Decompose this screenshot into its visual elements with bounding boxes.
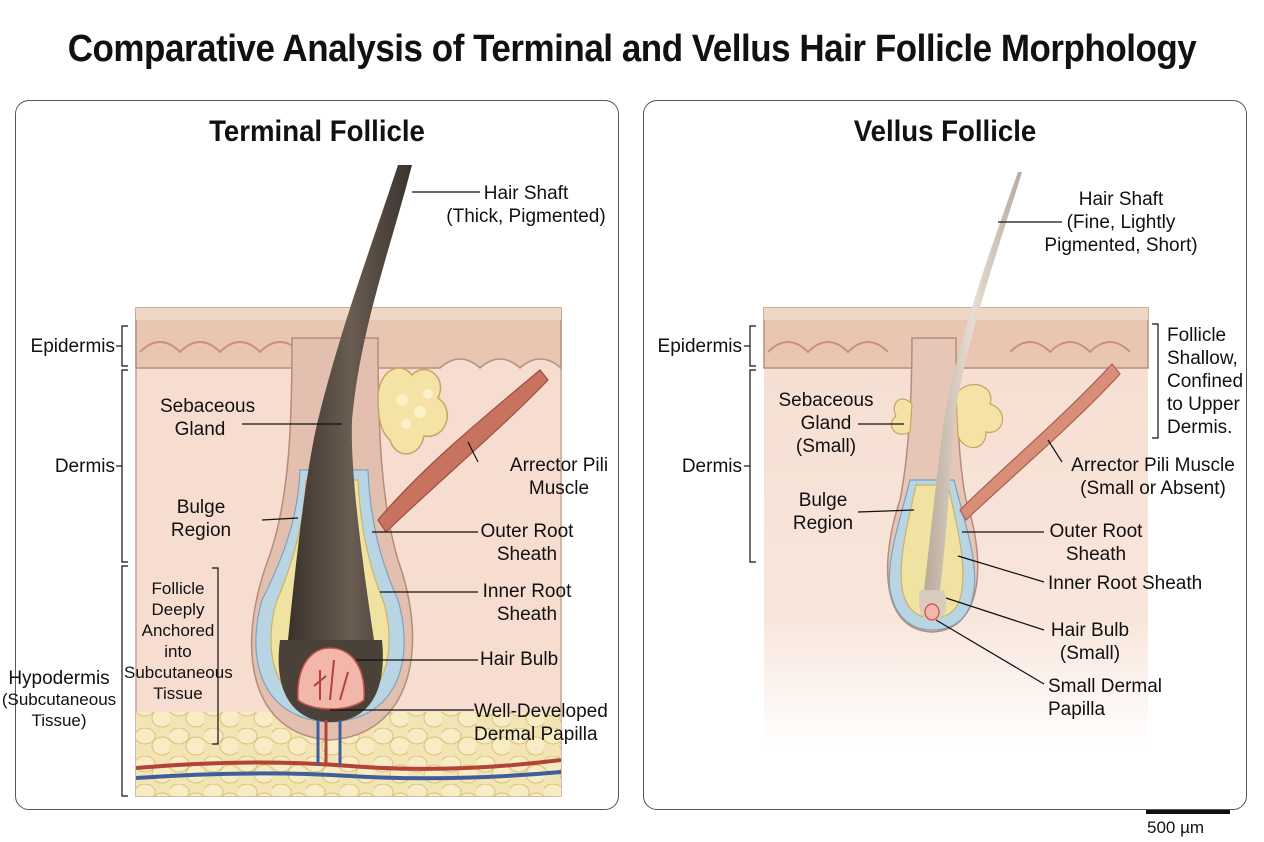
terminal-illustration	[116, 165, 562, 797]
terminal-dermis-label: Dermis	[54, 456, 115, 477]
vellus-hair-bulb-label: Hair Bulb(Small)	[1050, 620, 1130, 664]
vellus-arrector-label: Arrector Pili Muscle(Small or Absent)	[1071, 455, 1235, 499]
vellus-epidermis-label: Epidermis	[657, 336, 742, 357]
vellus-dermis-label: Dermis	[681, 456, 742, 477]
vellus-sebaceous-gland	[891, 398, 913, 435]
terminal-epidermis-label: Epidermis	[30, 336, 115, 357]
terminal-dermal-papilla	[297, 647, 365, 710]
vellus-panel: Vellus Follicle	[643, 100, 1247, 810]
vellus-dermal-papilla	[924, 603, 940, 621]
vellus-arrector-pili	[959, 363, 1121, 521]
vellus-inner-root-label: Inner Root Sheath	[1048, 573, 1203, 594]
vellus-illustration	[744, 172, 1159, 748]
vellus-hair-shaft	[924, 172, 1022, 590]
terminal-hair-bulb-label: Hair Bulb	[480, 649, 559, 670]
vellus-panel-title: Vellus Follicle	[853, 115, 1037, 148]
terminal-arrector-pili	[377, 369, 549, 533]
scale-bar-label: 500 µm	[1147, 818, 1205, 837]
main-title: Comparative Analysis of Terminal and Vel…	[67, 28, 1197, 70]
terminal-hair-shaft	[288, 165, 412, 640]
terminal-hair-shaft-label: Hair Shaft(Thick, Pigmented)	[446, 183, 606, 227]
terminal-panel: Terminal Follicle	[15, 100, 619, 810]
terminal-panel-title: Terminal Follicle	[209, 115, 425, 148]
